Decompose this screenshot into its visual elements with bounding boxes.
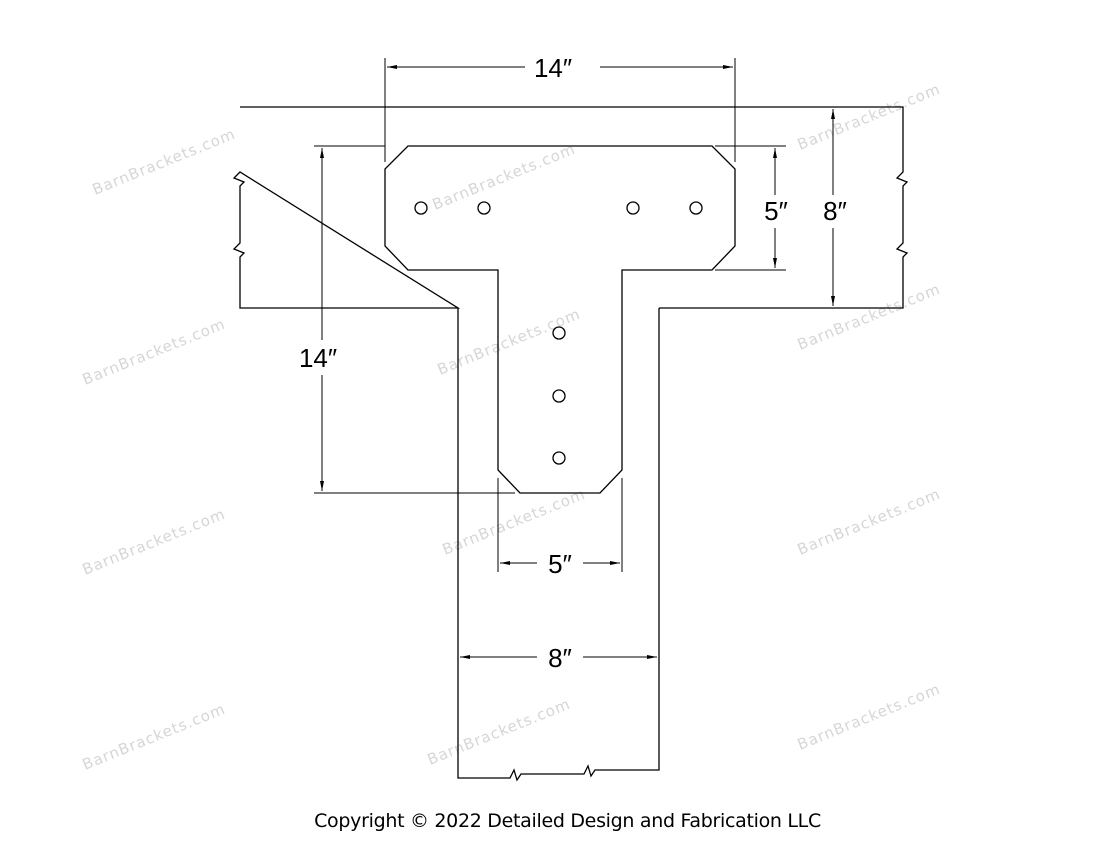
bolt-hole (689, 201, 703, 215)
beam-outline (232, 106, 909, 309)
dim-leg-width: 5″ (548, 549, 572, 579)
copyright-notice: Copyright © 2022 Detailed Design and Fab… (314, 810, 821, 832)
post-outline (457, 308, 660, 782)
dim-top-width: 14″ (534, 53, 572, 83)
watermark-text: BarnBrackets.com (795, 280, 943, 354)
watermark-text: BarnBrackets.com (80, 315, 228, 389)
t-bracket-outline (384, 145, 736, 494)
watermark-text: BarnBrackets.com (425, 695, 573, 769)
watermark-text: BarnBrackets.com (440, 485, 588, 559)
bolt-hole (552, 389, 566, 403)
dim-arm-height: 5″ (764, 196, 788, 226)
watermark-text: BarnBrackets.com (430, 140, 578, 214)
watermark-text: BarnBrackets.com (90, 125, 238, 199)
watermark-text: BarnBrackets.com (795, 485, 943, 559)
watermark-text: BarnBrackets.com (795, 80, 943, 154)
watermark-text: BarnBrackets.com (80, 505, 228, 579)
dim-leg-length: 14″ (299, 343, 337, 373)
bolt-hole (414, 201, 428, 215)
bolt-hole (626, 201, 640, 215)
dimension-lines (314, 58, 835, 659)
bolt-hole (552, 451, 566, 465)
bolt-hole (477, 201, 491, 215)
bolt-hole (552, 326, 566, 340)
watermark-text: BarnBrackets.com (80, 700, 228, 774)
watermark-text: BarnBrackets.com (795, 680, 943, 754)
bolt-holes (414, 201, 703, 465)
dim-beam-height: 8″ (823, 196, 847, 226)
dim-post-width: 8″ (548, 643, 572, 673)
watermark-text: BarnBrackets.com (435, 305, 583, 379)
